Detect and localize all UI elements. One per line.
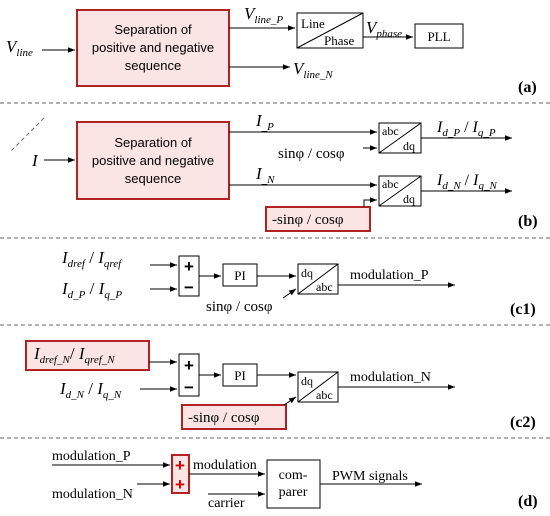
label-in: I_N [255,164,275,186]
converter-bottom-label: Phase [324,33,355,48]
abc-label-c1: abc [316,280,333,294]
trig-n-highlight [265,206,371,232]
pll-box [414,23,464,49]
arrow-trig-c1 [282,288,297,299]
label-ifb-p: Id_P / Iq_P [61,279,122,301]
plus-sign-d2: + [175,475,185,494]
label-mod-n-in: modulation_N [52,487,133,502]
comparer-box [266,459,321,509]
separation-box-b [76,121,230,200]
label-carrier: carrier [208,496,245,511]
panel-a: Vline Separation of positive and negativ… [6,4,537,96]
pll-label: PLL [427,29,450,44]
dq-n-label: dq [403,192,415,206]
label-idn-iqn: Id_N / Iq_N [436,172,497,192]
label-iref-n: Idref_N/ Iqref_N [33,344,115,366]
label-ip: I_P [255,111,274,133]
separation-box-a [76,9,230,87]
dq-p-label: dq [403,139,415,153]
panel-label-c1: (c1) [510,301,536,318]
sep-text-3: sequence [125,58,181,73]
sep-text-1: Separation of [114,22,192,37]
comparer-label-2: parer [279,485,308,500]
sep-b-text-2: positive and negative [92,153,214,168]
dq-label-c2: dq [301,374,313,388]
trig-c2-highlight [181,404,287,430]
panel-label-a: (a) [518,79,537,96]
plus-sign-d1: + [175,456,185,475]
label-modulation-p: modulation_P [350,268,429,283]
converter-diagonal [296,12,364,49]
input-v-line: Vline [6,37,33,59]
minus-sign-c1: − [184,278,194,297]
input-i: I [31,151,39,170]
sep-text-2: positive and negative [92,40,214,55]
plus-sign-c2: + [184,356,194,375]
label-mod-p-in: modulation_P [52,449,131,464]
label-modulation-n: modulation_N [350,370,431,385]
panel-d: modulation_P modulation_N + + modulation… [52,449,538,511]
trig-p-label: sinφ / cosφ [278,146,345,162]
abc-dq-p-diagonal [378,122,422,154]
trig-c1-label: sinφ / cosφ [206,299,273,315]
panel-b: I Separation of positive and negative se… [31,111,538,232]
dq-label-c1: dq [301,266,313,280]
abc-dq-n-diagonal [378,175,422,207]
pi-label-c2: PI [234,368,246,383]
pi-label-c1: PI [234,268,246,283]
dq-abc-c1-diagonal [297,263,339,295]
arrow-trig-c2 [283,396,297,406]
label-v-phase: Vphase [366,18,402,40]
label-v-line-n: Vline_N [293,59,333,81]
trig-c2-label: -sinφ / cosφ [188,410,260,426]
plus-sign-c1: + [184,257,194,276]
abc-label-c2: abc [316,388,333,402]
panel-label-b: (b) [518,213,538,230]
converter-top-label: Line [301,16,325,31]
label-iref-p: Idref / Iqref [61,248,123,270]
stub-dash [9,117,45,153]
sep-b-text-1: Separation of [114,135,192,150]
label-pwm-signals: PWM signals [332,469,408,484]
pi-box-c1 [222,263,258,287]
panel-c1: Idref / Iqref Id_P / Iq_P + − PI dq abc … [61,248,536,318]
panel-c2: Idref_N/ Iqref_N Id_N / Iq_N + − PI dq a… [25,340,536,431]
panel-label-d: (d) [518,493,538,510]
minus-sign-c2: − [184,378,194,397]
iref-n-highlight [25,340,150,371]
trig-n-label: -sinφ / cosφ [272,212,344,228]
label-v-line-p: Vline_P [244,4,283,26]
label-modulation-sum: modulation [193,458,257,473]
abc-p-label: abc [382,124,399,138]
panel-label-c2: (c2) [510,414,536,431]
dq-abc-c2-diagonal [297,371,339,403]
comparer-label-1: com- [279,468,308,483]
label-idp-iqp: Id_P / Iq_P [436,119,496,139]
arrow-trig-n [363,197,377,207]
sep-b-text-3: sequence [125,171,181,186]
abc-n-label: abc [382,177,399,191]
label-ifb-n: Id_N / Iq_N [59,379,122,401]
